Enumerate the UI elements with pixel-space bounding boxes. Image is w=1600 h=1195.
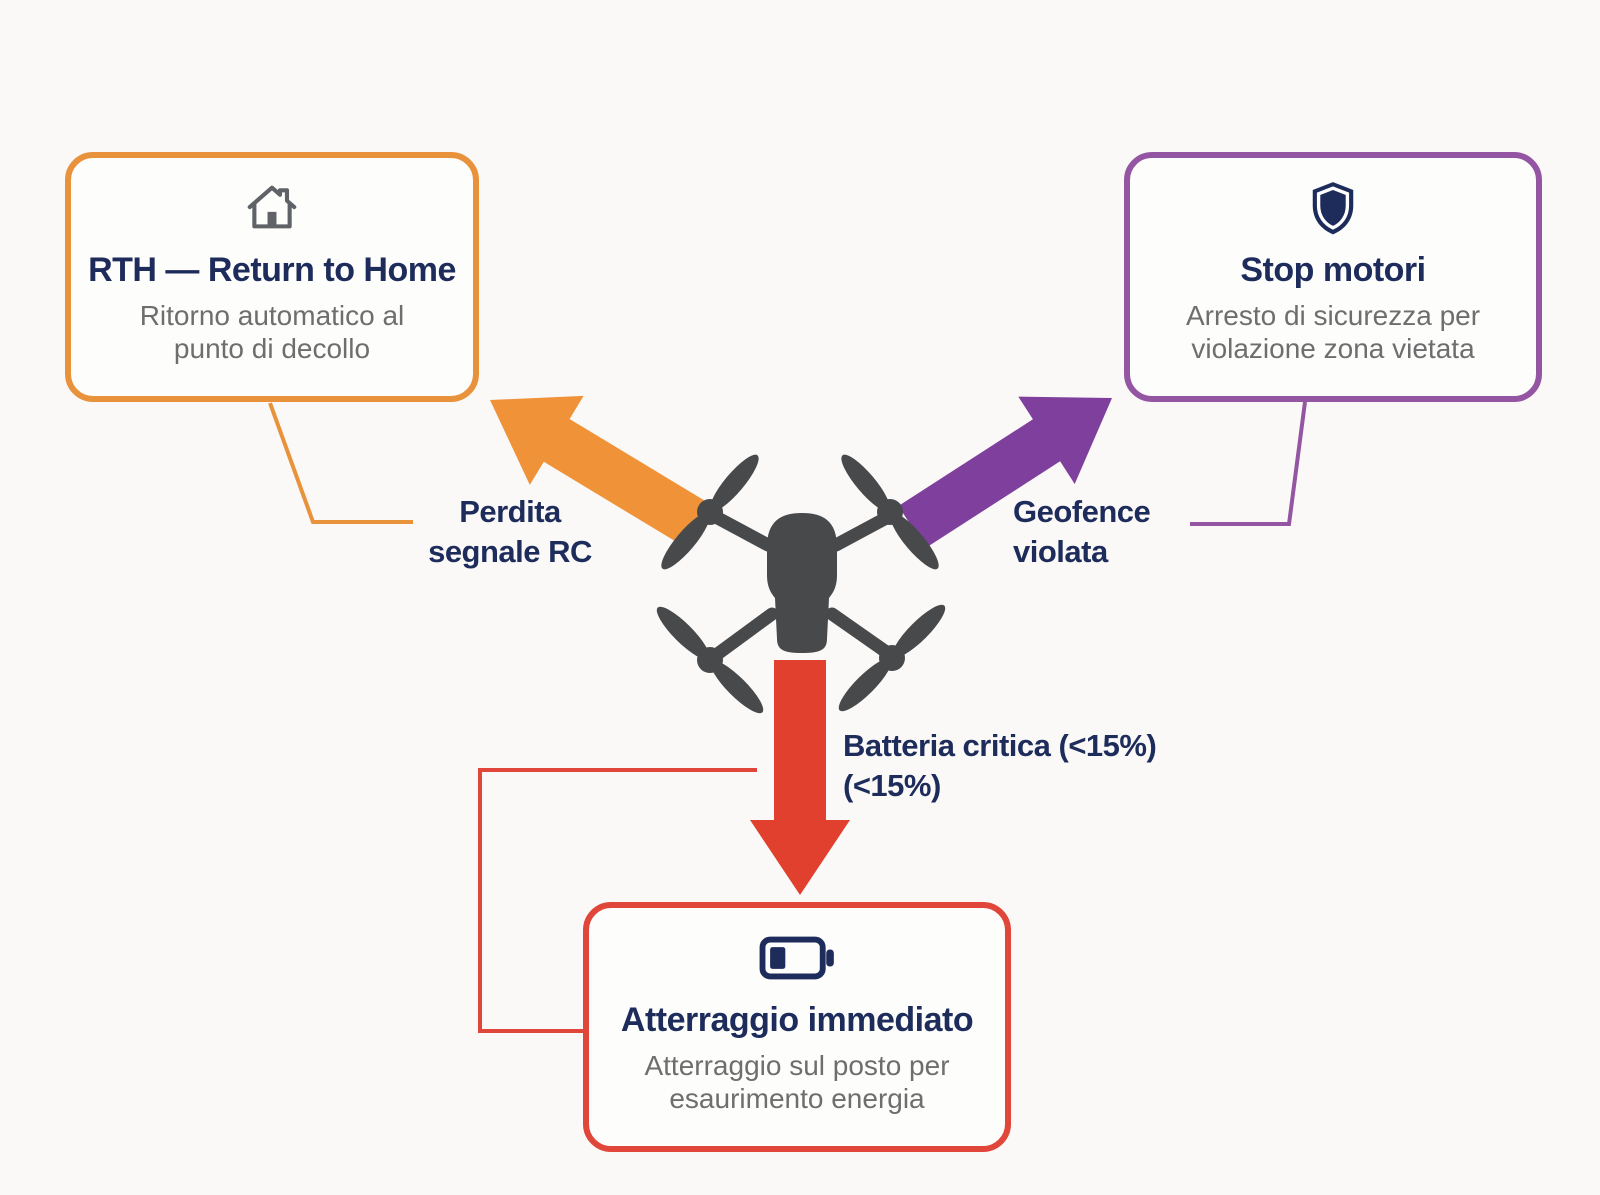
edge-label-geofence: Geofence violata xyxy=(1013,492,1151,573)
arrow-battery xyxy=(750,660,850,895)
arrow-signal-loss xyxy=(490,395,713,549)
node-title: Atterraggio immediato xyxy=(620,1001,974,1039)
edge-label-line: violata xyxy=(1013,534,1108,570)
node-subtitle: Atterraggio sul posto per esaurimento en… xyxy=(644,1049,950,1115)
edge-label-battery: Batteria critica (<15%) (<15%) xyxy=(843,726,1157,807)
edge-label-line: (<15%) xyxy=(843,768,941,804)
edge-label-line: Batteria critica (<15%) xyxy=(843,728,1157,763)
node-title: Stop motori xyxy=(1240,251,1426,289)
home-icon xyxy=(243,176,301,240)
node-rth: RTH — Return to Home Ritorno automatico … xyxy=(65,152,479,402)
edge-label-line: Perdita xyxy=(459,494,561,529)
connector-battery xyxy=(478,768,757,1033)
node-subtitle: Arresto di sicurezza per violazione zona… xyxy=(1185,299,1481,365)
connector-rth xyxy=(268,402,413,524)
edge-label-line: Geofence xyxy=(1013,494,1151,529)
edge-label-signal-loss: Perdita segnale RC xyxy=(385,492,635,573)
node-subtitle: Ritorno automatico al punto di decollo xyxy=(139,299,405,365)
connector-geofence xyxy=(1190,401,1307,526)
drone-icon xyxy=(656,454,946,714)
arrow-geofence xyxy=(898,396,1112,548)
battery-low-icon xyxy=(759,926,835,990)
node-atterraggio: Atterraggio immediato Atterraggio sul po… xyxy=(583,902,1011,1152)
edge-label-line: segnale RC xyxy=(428,534,592,570)
node-stop-motori: Stop motori Arresto di sicurezza per vio… xyxy=(1124,152,1542,402)
shield-icon xyxy=(1306,176,1360,240)
node-title: RTH — Return to Home xyxy=(88,251,456,289)
